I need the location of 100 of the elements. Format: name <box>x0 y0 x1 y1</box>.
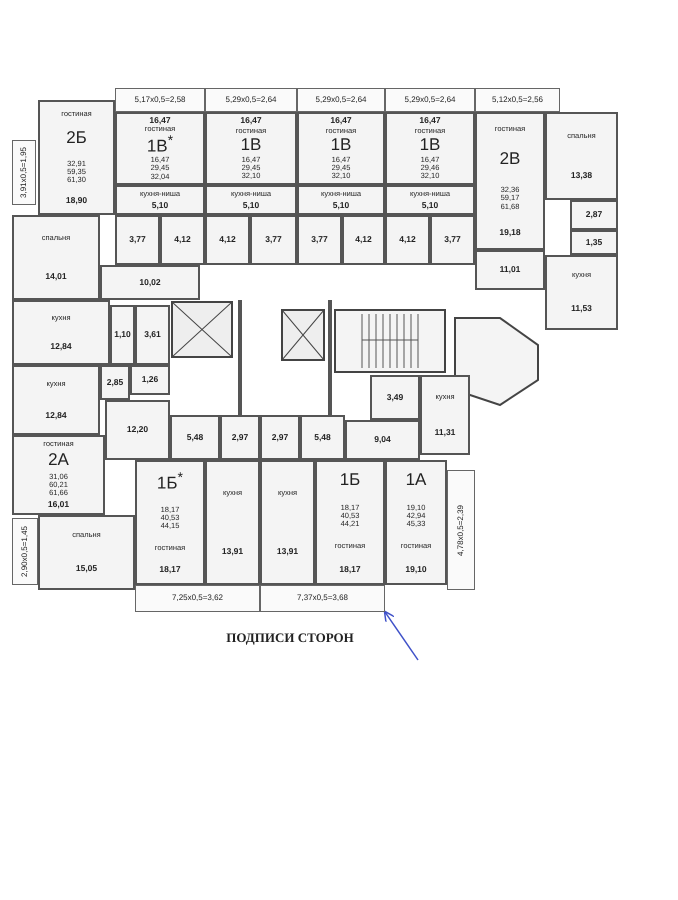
apartment-code: 1В$^{*}$ <box>146 134 174 156</box>
room <box>205 215 250 265</box>
room <box>38 515 135 590</box>
room <box>12 300 110 365</box>
area-value: 1,26 <box>142 375 158 385</box>
room <box>385 185 475 215</box>
room <box>475 250 545 290</box>
apartment-code: 2А <box>48 451 69 470</box>
area-value: 5,48 <box>186 432 204 442</box>
room <box>12 215 100 300</box>
room <box>315 460 385 585</box>
caption: ПОДПИСИ СТОРОН <box>225 630 355 646</box>
area-value: 15,05 <box>76 564 98 574</box>
area-value: 12,20 <box>126 425 148 435</box>
area-value: 13,91 <box>222 546 244 556</box>
area-value: 11,01 <box>500 265 520 275</box>
area-value: 18,90 <box>66 196 88 206</box>
area-value: 1,10 <box>114 330 131 340</box>
room <box>385 460 447 585</box>
room <box>135 305 170 365</box>
room <box>342 215 385 265</box>
balcony-dimension: 4,78x0,5=2,39 <box>456 504 466 556</box>
area-value: 5,48 <box>314 432 331 442</box>
balcony-dimension: 5,29x0,5=2,64 <box>316 96 366 104</box>
room <box>205 460 260 585</box>
room <box>420 375 470 455</box>
room <box>430 215 475 265</box>
area-value: 19,18 <box>499 228 521 238</box>
room <box>370 375 420 420</box>
apartment-code: 1В <box>420 136 440 155</box>
room <box>105 400 170 460</box>
area-value: 19,10 <box>405 564 427 574</box>
balcony <box>12 518 38 585</box>
area-value: 13,38 <box>570 171 592 180</box>
area-value: 3,77 <box>265 235 282 245</box>
area-value: 2,87 <box>586 210 602 220</box>
area-value: 4,12 <box>219 235 236 245</box>
balcony-dimension: 5,12x0,5=2,56 <box>492 96 543 104</box>
room <box>297 215 342 265</box>
area-value: 12,84 <box>45 410 67 420</box>
room <box>570 200 618 230</box>
room <box>38 100 115 215</box>
room <box>12 365 100 435</box>
area-value: 3,77 <box>444 235 461 245</box>
area-value: 16,01 <box>48 500 70 510</box>
apartment-code: 2Б <box>66 129 87 148</box>
area-value: 4,12 <box>174 235 191 245</box>
area-value: 16,47 <box>419 116 441 126</box>
room <box>545 255 618 330</box>
room <box>220 415 260 460</box>
balcony-dimension: 7,25x0,5=3,62 <box>172 594 223 603</box>
balcony-dimension: 2,90x0,5=1,45 <box>20 526 30 577</box>
apartment-code: 1Б <box>340 470 360 490</box>
area-value: 5,10 <box>152 200 168 210</box>
balcony-dimension: 7,37x0,5=3,68 <box>297 594 348 603</box>
room <box>100 365 130 400</box>
room <box>300 415 345 460</box>
room <box>260 415 300 460</box>
room <box>297 185 385 215</box>
area-value: 5,10 <box>242 200 260 210</box>
area-value: 2,97 <box>232 432 248 442</box>
room <box>170 415 220 460</box>
room <box>160 215 205 265</box>
room <box>100 265 200 300</box>
balcony-dimension: 3,91x0,5=1,95 <box>20 147 28 198</box>
room <box>385 215 430 265</box>
room <box>115 185 205 215</box>
balcony <box>447 470 475 590</box>
balcony <box>205 88 297 112</box>
balcony <box>297 88 385 112</box>
area-value: 18,17 <box>339 564 361 574</box>
room <box>115 215 160 265</box>
arrow <box>384 610 419 660</box>
area-value: 2,97 <box>272 432 288 442</box>
balcony-dimension: 5,29x0,5=2,64 <box>404 96 456 104</box>
area-value: 11,53 <box>571 304 592 314</box>
area-value: 9,04 <box>374 435 391 445</box>
area-value: 18,17 <box>159 565 181 574</box>
apartment-code: 2В <box>500 150 520 169</box>
room <box>297 112 385 185</box>
area-value: 3,61 <box>144 330 161 340</box>
area-value: 3,77 <box>311 235 328 245</box>
balcony <box>115 88 205 112</box>
room <box>135 460 205 585</box>
room <box>475 112 545 250</box>
apartment-code: 1А <box>406 470 426 490</box>
balcony <box>12 140 36 205</box>
room <box>12 435 105 515</box>
area-value: 3,49 <box>386 392 404 402</box>
area-value: 14,01 <box>45 272 67 282</box>
apartment-code: 1В <box>240 136 262 155</box>
room <box>385 112 475 185</box>
area-value: 16,47 <box>240 116 262 126</box>
room <box>130 365 170 395</box>
room <box>250 215 297 265</box>
balcony-dimension: 5,29x0,5=2,64 <box>226 96 276 104</box>
balcony-dimension: 5,17x0,5=2,58 <box>134 96 186 104</box>
room <box>260 460 315 585</box>
area-value: 3,77 <box>129 235 146 245</box>
area-value: 16,47 <box>149 116 171 126</box>
